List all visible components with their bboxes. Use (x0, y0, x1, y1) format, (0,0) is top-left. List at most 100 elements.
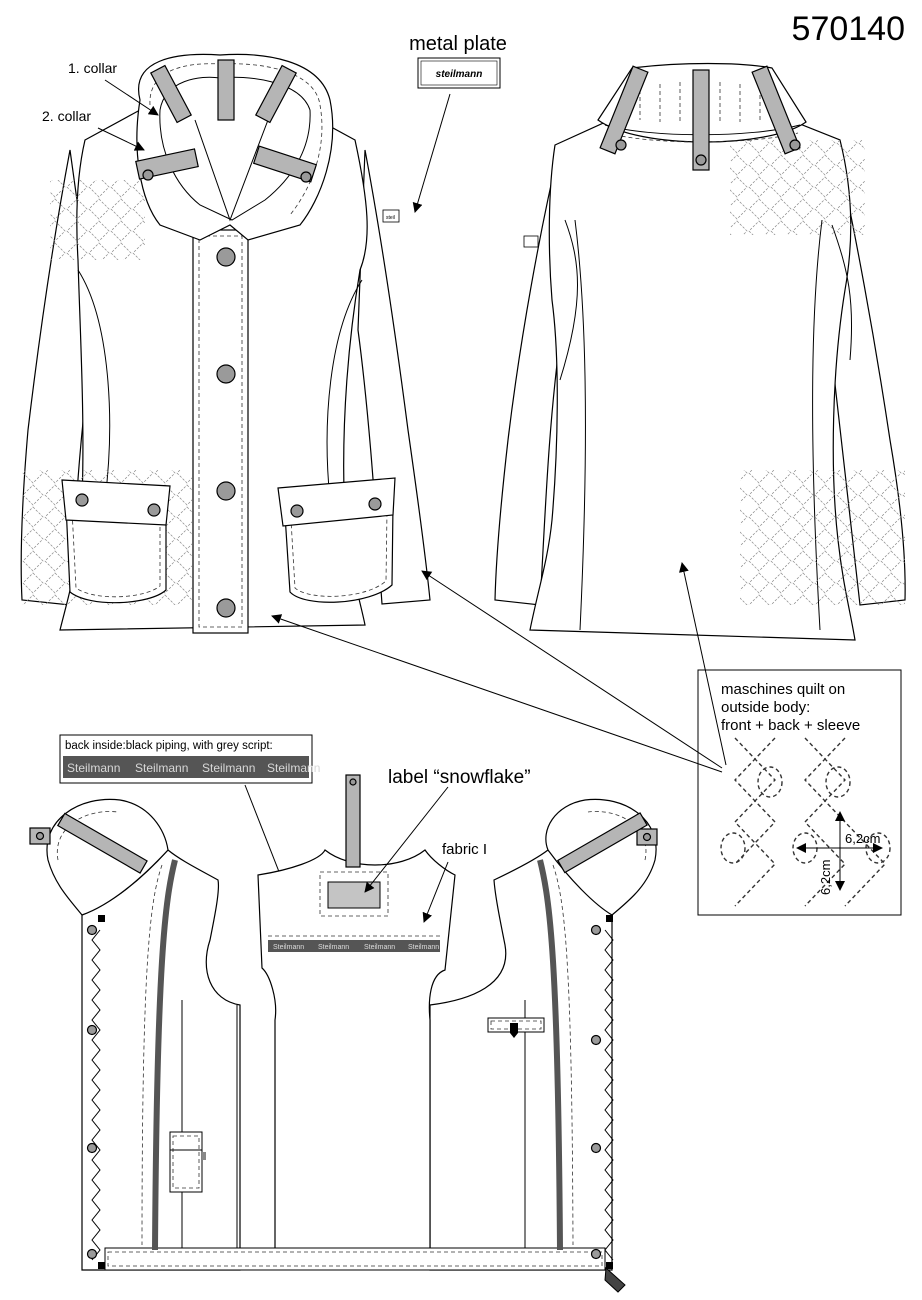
front-right-pocket (284, 504, 394, 603)
fabric-callout: fabric I (442, 841, 487, 858)
right-zigzag-edge (604, 929, 614, 1261)
front-neck-v (194, 119, 269, 222)
right-piping (537, 859, 563, 1251)
left-corner-mark-bottom (98, 1262, 105, 1269)
piping-script-2: Steilmann (135, 761, 188, 775)
fabric-arrow (422, 861, 449, 923)
front-left-seam (77, 269, 111, 501)
inside-left-tab-snap (35, 831, 45, 841)
quilt-arrow-back (679, 562, 727, 766)
back-tab-center (692, 69, 710, 171)
right-snap-2 (590, 1034, 602, 1046)
back-left-seam (574, 219, 586, 631)
right-snap-1 (590, 924, 602, 936)
piping-script-1: Steilmann (67, 761, 120, 775)
tape-script-4: Steilmann (408, 944, 439, 951)
collar-tab-left-upper (149, 64, 193, 124)
left-zigzag-edge (91, 929, 101, 1261)
front-left-pocket-stitch (71, 509, 161, 598)
piping-note-title: back inside:black piping, with grey scri… (65, 740, 273, 752)
front-button-4 (216, 598, 236, 618)
inside-right-strap (556, 812, 648, 874)
back-view (494, 62, 906, 641)
tape-script-1: Steilmann (273, 944, 304, 951)
inside-left-front (81, 849, 241, 1271)
back-left-armhole (559, 219, 578, 381)
tape-script-3: Steilmann (364, 944, 395, 951)
left-snap-2 (86, 1024, 98, 1036)
inside-view: Steilmann Steilmann Steilmann Steilmann (29, 774, 658, 1293)
inside-hem-stitch (107, 1251, 603, 1267)
front-right-flap (277, 477, 396, 527)
back-collar-gathers (639, 82, 761, 124)
collar-tab-button-left (142, 169, 154, 181)
zipper-pull-icon (604, 1266, 626, 1293)
front-collar (136, 53, 334, 241)
front-sleeve-label-text: steil (386, 215, 395, 221)
metal-plate-brand: steilmann (436, 69, 483, 80)
quilt-note-box (697, 669, 902, 916)
tape-script-2: Steilmann (318, 944, 349, 951)
left-snap-4 (86, 1248, 98, 1260)
piping-script-4: Steilmann (267, 761, 320, 775)
hanger-loop (345, 774, 361, 868)
right-snap-4 (590, 1248, 602, 1260)
front-right-pocket-stitch (290, 510, 388, 597)
collar-2-label: 2. collar (42, 108, 91, 124)
style-number: 570140 (792, 10, 905, 48)
front-placket (192, 229, 249, 634)
left-corner-mark-top (98, 915, 105, 922)
collar-tab-center (217, 59, 235, 121)
metal-plate-inner (420, 60, 498, 86)
collar-2-arrow (97, 127, 145, 151)
metal-plate-arrow (412, 93, 451, 213)
left-snap-1 (86, 924, 98, 936)
collar-tab-right-upper (254, 64, 298, 124)
hanger-snap (349, 778, 357, 786)
left-piping-stitch (141, 864, 163, 1246)
front-left-flap-button-1 (75, 493, 89, 507)
back-tab-button-right (789, 139, 801, 151)
quilt-measure-width: 6,2cm (845, 831, 880, 846)
quilt-note-line-2: outside body: (721, 699, 810, 716)
collar-1-arrow (104, 79, 159, 116)
quilt-detail-diagram (720, 737, 891, 907)
piping-tape-sample (63, 756, 309, 778)
right-snap-3 (590, 1142, 602, 1154)
metal-plate-box (417, 57, 501, 89)
quilt-arrow-front (271, 614, 723, 773)
inside-pocket-stitch (172, 1135, 200, 1189)
back-script-tape (268, 940, 440, 952)
inside-right-front (429, 849, 613, 1271)
back-sleeve-label (523, 235, 539, 248)
piping-script-3: Steilmann (202, 761, 255, 775)
front-button-3 (216, 481, 236, 501)
inside-zip-puller-icon (510, 1023, 518, 1038)
front-sleeve-label (382, 209, 400, 223)
front-left-flap (61, 479, 171, 526)
inside-right-tab-snap (642, 832, 652, 842)
front-right-flap-button-1 (290, 504, 304, 518)
front-left-flap-button-2 (147, 503, 161, 517)
right-piping-stitch (552, 864, 574, 1246)
inside-back (257, 849, 456, 1251)
label-snowflake-callout: label “snowflake” (388, 767, 531, 788)
back-tab-button-left (615, 139, 627, 151)
front-collar-inner (159, 76, 311, 221)
inside-hem-band (104, 1247, 606, 1271)
left-piping (152, 859, 178, 1251)
back-left-sleeve (494, 144, 561, 606)
front-right-seam (326, 279, 363, 501)
right-corner-mark-top (606, 915, 613, 922)
label-snowflake-arrow (364, 786, 449, 893)
collar-tab-right-lower (252, 145, 318, 183)
front-view: steil (20, 53, 431, 634)
right-corner-mark-bottom (606, 1262, 613, 1269)
quilt-note-line-1: maschines quilt on (721, 681, 845, 698)
back-right-armhole (831, 224, 853, 361)
metal-plate-label: metal plate (409, 33, 507, 55)
placket-stitch (198, 235, 243, 628)
collar-tab-button-right (300, 171, 312, 183)
inside-pocket-tab (202, 1152, 206, 1160)
